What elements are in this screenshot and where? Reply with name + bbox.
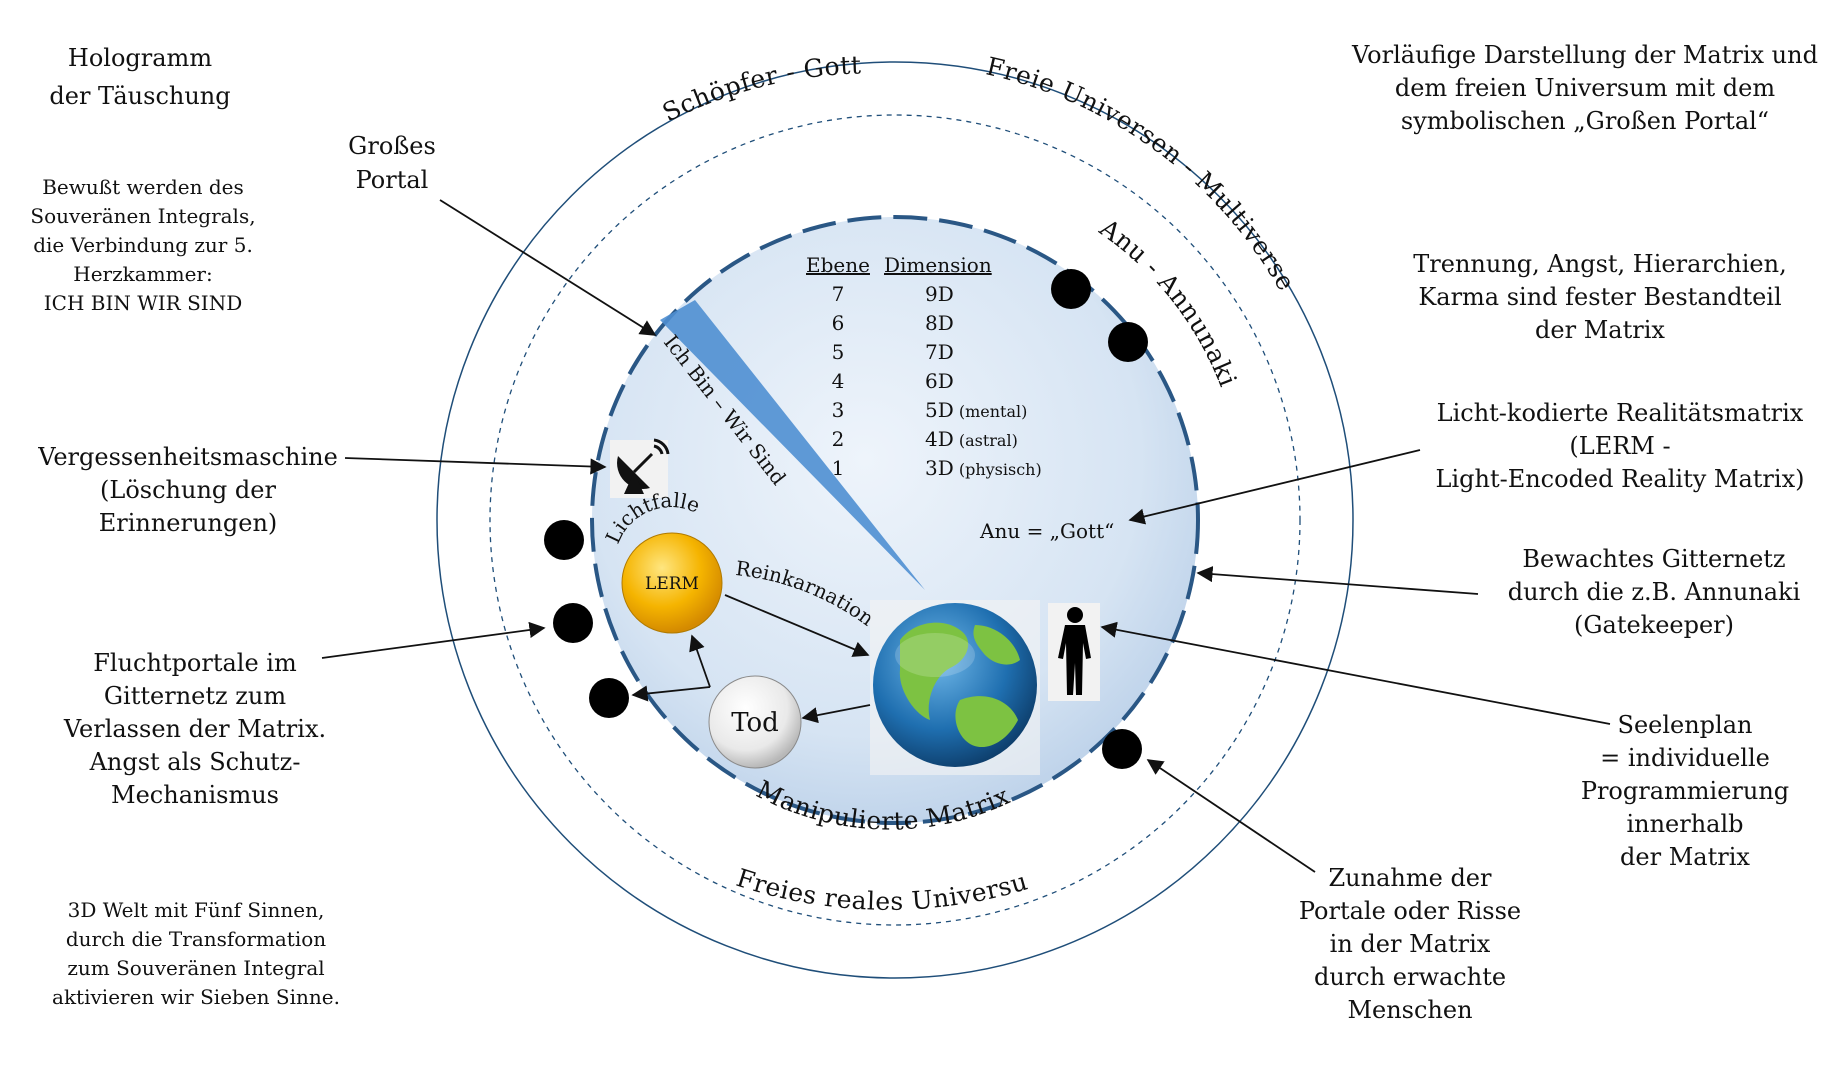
table-header-level: Ebene xyxy=(806,253,870,277)
table-level: 4 xyxy=(832,369,845,393)
portal-dot xyxy=(544,520,584,560)
table-dimension: 6D xyxy=(925,369,954,393)
note-lerm: Licht-kodierte Realitätsmatrix(LERM -Lig… xyxy=(1436,399,1805,493)
table-level: 2 xyxy=(832,427,845,451)
portal-dot xyxy=(589,678,629,718)
connector-arrows xyxy=(321,199,1611,873)
dimension-table: Ebene Dimension 7 9D 6 8D 5 7D 4 6D 3 5D (mental)… xyxy=(806,253,1042,480)
table-dimension: 9D xyxy=(925,282,954,306)
portal-beam xyxy=(660,300,925,590)
portal-dot xyxy=(553,603,593,643)
portal-dot xyxy=(1102,729,1142,769)
table-level: 7 xyxy=(832,282,845,306)
table-dimension: 7D xyxy=(925,340,954,364)
anu-god-label: Anu = „Gott“ xyxy=(979,519,1114,543)
portal-dot xyxy=(1051,269,1091,309)
table-level: 3 xyxy=(832,398,845,422)
ring-label-creator: Schöpfer - Gott xyxy=(658,50,862,127)
table-level: 5 xyxy=(832,340,845,364)
table-level: 6 xyxy=(832,311,845,335)
death-label: Tod xyxy=(731,708,779,738)
table-dimension: 8D xyxy=(925,311,954,335)
lerm-ball-label: LERM xyxy=(645,574,699,594)
death-sphere xyxy=(708,675,802,769)
person-silhouette-icon xyxy=(1048,603,1100,701)
table-header-dimension: Dimension xyxy=(884,253,992,277)
note-senses: 3D Welt mit Fünf Sinnen,durch die Transf… xyxy=(52,898,340,1009)
earth-globe-icon xyxy=(870,600,1040,775)
table-level: 1 xyxy=(832,456,845,480)
table-dimension: 3D (physisch) xyxy=(925,456,1042,480)
table-dimension: 5D (mental) xyxy=(925,398,1027,422)
table-dimension: 4D (astral) xyxy=(925,427,1018,451)
outer-ring-creator xyxy=(436,61,1354,979)
dashed-ring-free-universe xyxy=(489,114,1301,926)
satellite-dish-icon xyxy=(610,438,670,498)
portal-dot xyxy=(1108,322,1148,362)
lerm-light-trap xyxy=(621,532,723,634)
note-separation: Trennung, Angst, Hierarchien,Karma sind … xyxy=(1413,250,1786,344)
